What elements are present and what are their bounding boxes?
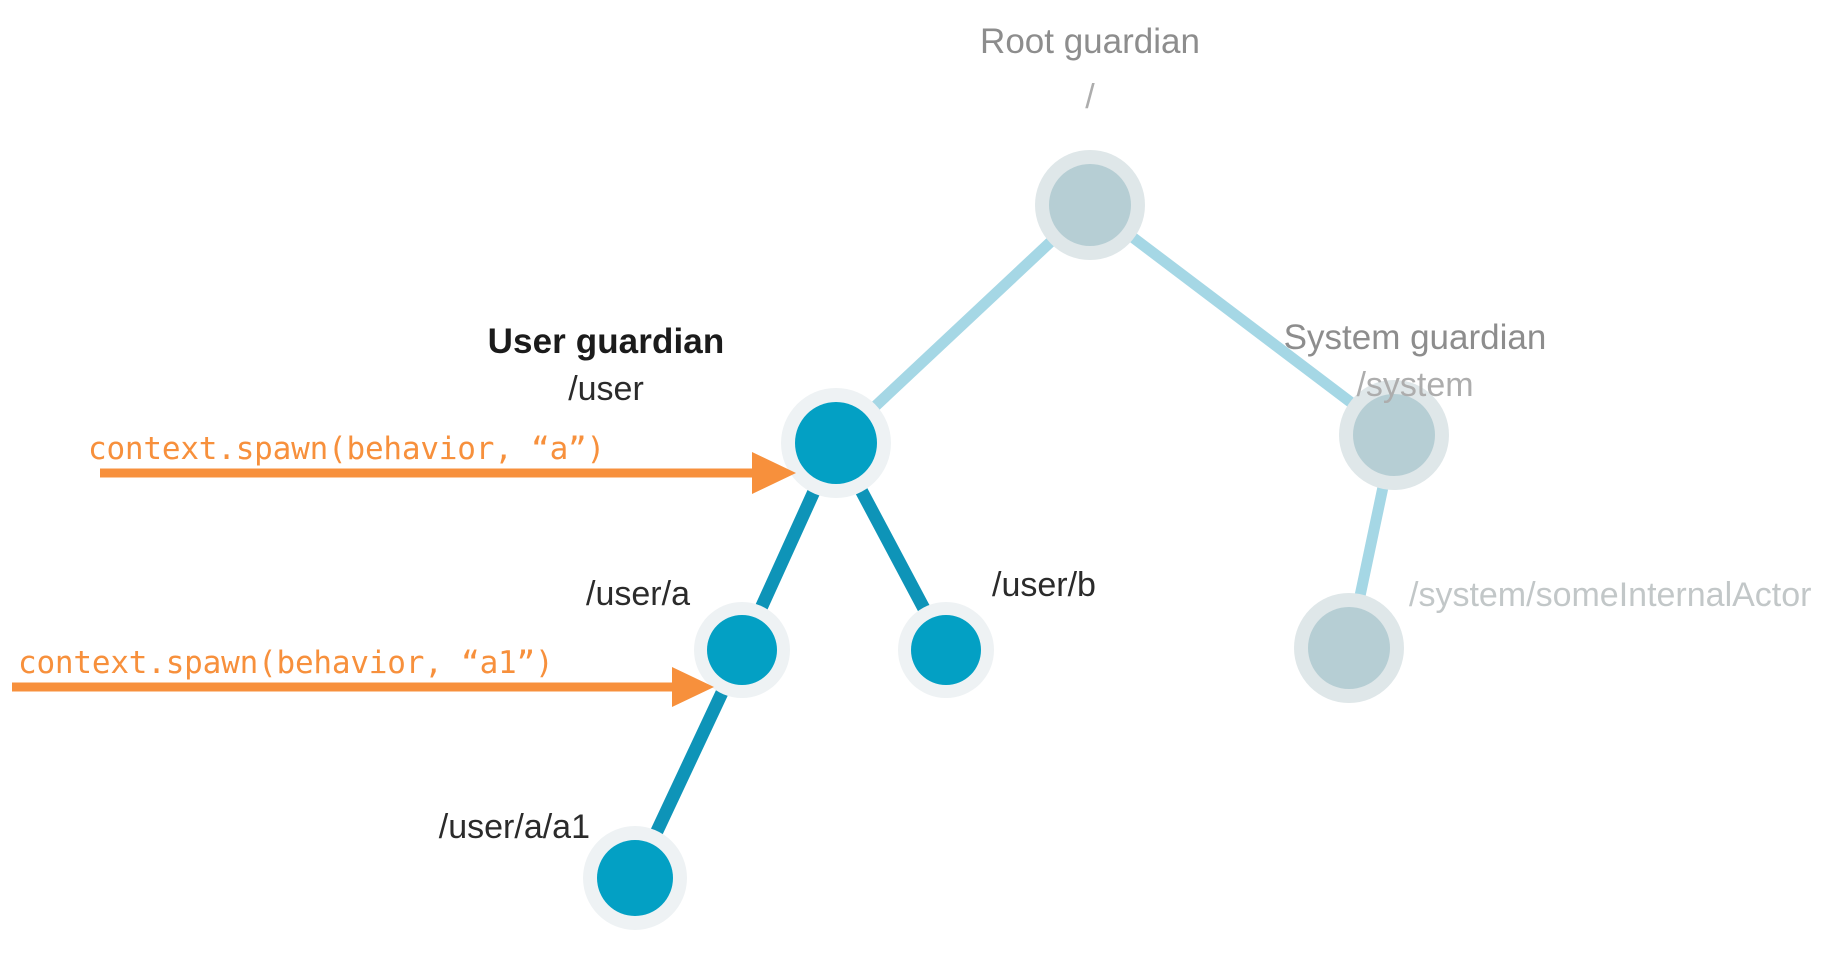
link-layer — [629, 200, 1400, 881]
link-root-to-system — [1086, 200, 1398, 440]
node-layer — [583, 150, 1449, 930]
arrow-spawn-a1 — [12, 667, 714, 707]
node-core — [597, 840, 673, 916]
node-core — [911, 615, 981, 685]
node-core — [707, 615, 777, 685]
link-root-to-user — [832, 200, 1094, 448]
user-a-a1-path-label: /user/a/a1 — [438, 808, 590, 846]
node-core — [1353, 394, 1435, 476]
node-core — [1308, 607, 1390, 689]
user-guardian-path: /user — [568, 370, 644, 408]
user-b-path-label: /user/b — [992, 566, 1096, 604]
root-guardian-title: Root guardian — [980, 22, 1200, 61]
node-core — [795, 402, 877, 484]
root-guardian-path: / — [1085, 78, 1095, 116]
node-user-guardian[interactable] — [781, 388, 891, 498]
node-core — [1049, 164, 1131, 246]
node-user-a[interactable] — [694, 602, 790, 698]
node-root-guardian[interactable] — [1035, 150, 1145, 260]
arrow-head — [752, 452, 796, 494]
system-internal-actor-path-label: /system/someInternalActor — [1409, 576, 1812, 614]
system-guardian-title: System guardian — [1283, 318, 1547, 357]
arrow-head — [672, 667, 714, 707]
annotation-spawn-a1: context.spawn(behavior, “a1”) — [18, 645, 554, 681]
annotation-spawn-a: context.spawn(behavior, “a”) — [88, 431, 605, 467]
system-guardian-path: /system — [1356, 366, 1474, 404]
arrow-layer — [12, 452, 796, 707]
node-user-a-a1[interactable] — [583, 826, 687, 930]
user-a-path-label: /user/a — [586, 575, 690, 613]
user-guardian-title: User guardian — [487, 322, 725, 361]
arrow-spawn-a — [100, 452, 796, 494]
node-user-b[interactable] — [898, 602, 994, 698]
node-system-internal-actor[interactable] — [1294, 593, 1404, 703]
node-system-guardian[interactable] — [1339, 380, 1449, 490]
